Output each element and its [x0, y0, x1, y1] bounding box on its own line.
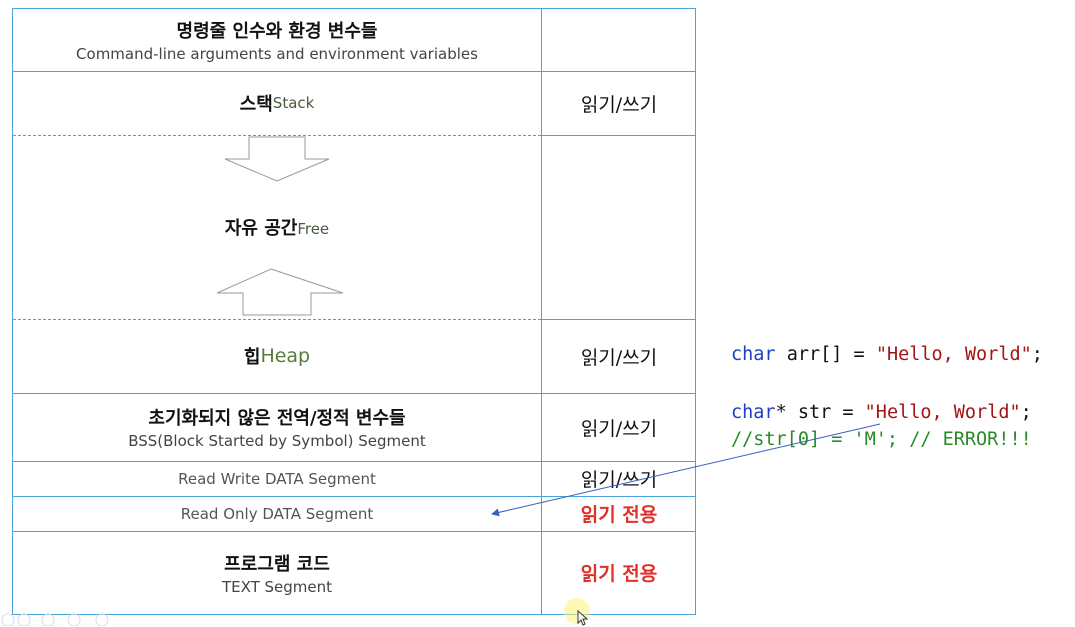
text-en: TEXT Segment	[221, 577, 333, 596]
row-divider	[13, 461, 696, 462]
code-line-2: char* str = "Hello, World";	[731, 402, 1032, 423]
mouse-cursor-icon	[577, 610, 589, 626]
text-permission: 읽기 전용	[580, 563, 658, 585]
text-ko: 프로그램 코드	[224, 553, 330, 575]
code-text: ;	[1020, 402, 1032, 423]
memory-layout-table: 명령줄 인수와 환경 변수들 Command-line arguments an…	[12, 8, 696, 615]
bss-permission: 읽기/쓰기	[580, 417, 658, 440]
text-cell: 프로그램 코드 TEXT Segment	[13, 531, 541, 614]
cursor-highlight	[564, 598, 590, 624]
cmdline-ko: 명령줄 인수와 환경 변수들	[176, 21, 378, 42]
rwdata-en: Read Write DATA Segment	[178, 469, 376, 488]
presentation-toolbar[interactable]	[0, 608, 120, 626]
more-icon	[95, 613, 109, 626]
prev-icon	[1, 613, 15, 626]
rwdata-permission: 읽기/쓰기	[580, 469, 658, 491]
bss-en: BSS(Block Started by Symbol) Segment	[128, 432, 426, 450]
free-en: Free	[297, 220, 330, 238]
stack-ko: 스택	[239, 94, 273, 115]
code-text: * str =	[775, 402, 865, 423]
dashed-divider	[13, 135, 541, 136]
rwdata-cell: Read Write DATA Segment	[13, 461, 541, 496]
rodata-cell: Read Only DATA Segment	[13, 496, 541, 531]
heap-ko: 힙	[243, 347, 261, 368]
code-line-3: //str[0] = 'M'; // ERROR!!!	[731, 429, 1032, 450]
row-divider	[13, 393, 696, 394]
code-line-1: char arr[] = "Hello, World";	[731, 344, 1043, 365]
cmdline-cell: 명령줄 인수와 환경 변수들 Command-line arguments an…	[13, 9, 541, 71]
row-divider	[541, 319, 696, 320]
row-divider	[13, 71, 696, 72]
code-text: ;	[1031, 344, 1043, 365]
dashed-divider	[13, 319, 541, 320]
slides-icon	[41, 613, 55, 626]
free-space-arrows	[216, 136, 344, 316]
stack-en: Stack	[272, 94, 315, 112]
code-keyword: char	[731, 344, 776, 365]
rodata-permission: 읽기 전용	[580, 504, 658, 526]
pen-icon	[17, 613, 31, 626]
heap-permission: 읽기/쓰기	[580, 346, 658, 369]
code-text: arr[] =	[775, 344, 876, 365]
zoom-icon	[67, 613, 81, 626]
code-string: "Hello, World"	[875, 344, 1032, 365]
heap-en: Heap	[260, 345, 311, 367]
free-ko: 자유 공간	[224, 218, 298, 239]
cmdline-en: Command-line arguments and environment v…	[76, 45, 478, 63]
down-arrow-icon	[224, 136, 330, 182]
bss-cell: 초기화되지 않은 전역/정적 변수들 BSS(Block Started by …	[13, 393, 541, 461]
row-divider	[541, 135, 696, 136]
code-keyword: char	[731, 402, 776, 423]
bss-ko: 초기화되지 않은 전역/정적 변수들	[148, 408, 406, 429]
row-divider	[13, 531, 696, 532]
stack-permission: 읽기/쓰기	[580, 93, 658, 116]
rodata-en: Read Only DATA Segment	[180, 504, 374, 523]
column-divider	[541, 9, 542, 614]
row-divider	[13, 496, 696, 497]
code-string: "Hello, World"	[864, 402, 1021, 423]
up-arrow-icon	[216, 268, 344, 316]
